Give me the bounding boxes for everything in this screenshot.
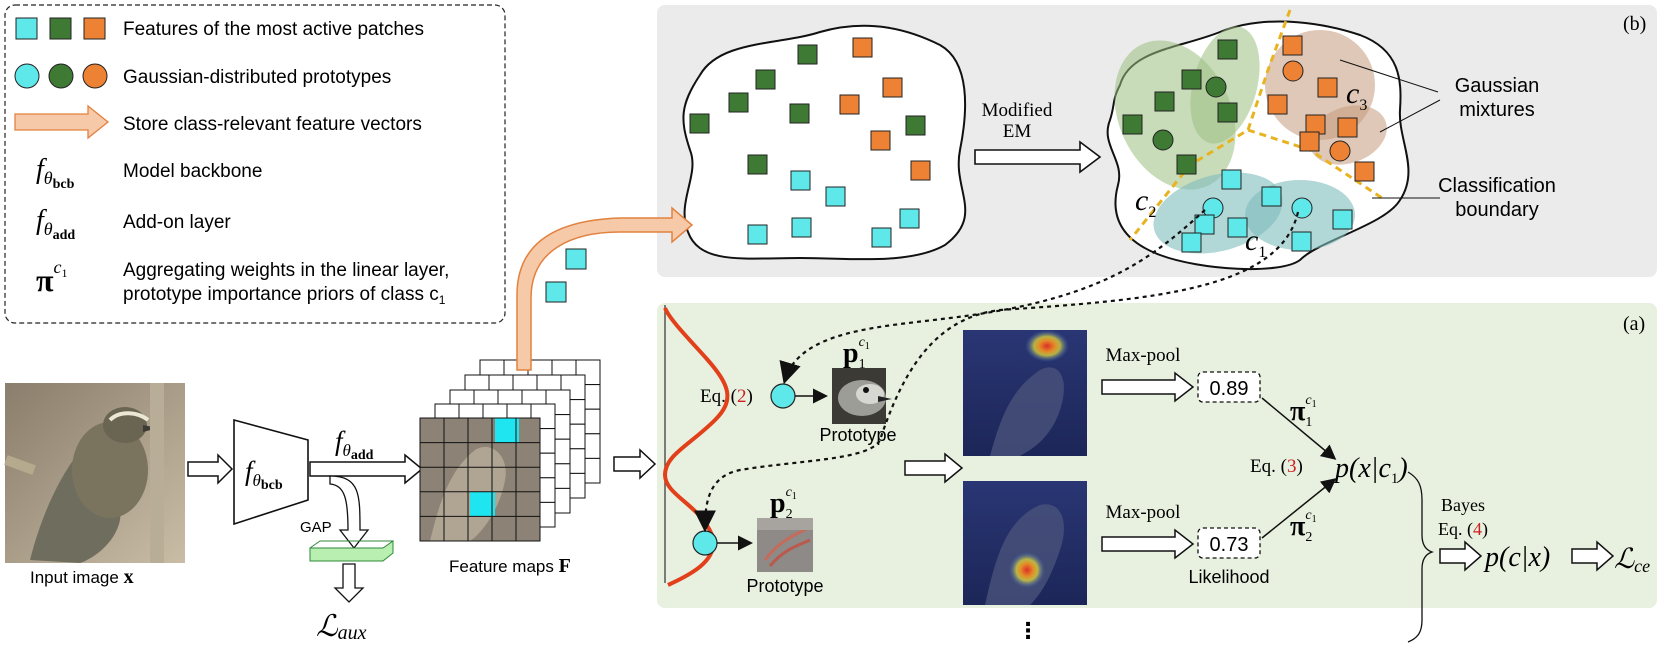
arrow-features-to-panel-a [613,448,657,480]
panel-b: (b) Modified EM [657,5,1657,277]
maxpool-arrow-2 [1101,528,1195,560]
feature-cloud-left [682,24,967,261]
legend-pi-text-1: Aggregating weights in the linear layer, [123,260,449,281]
input-image [4,383,185,563]
score-box-1 [1197,371,1261,403]
modified-em-label-2: EM [1003,121,1032,142]
peach-arrow-icon [14,104,110,140]
classification-boundary-label-1: Classification [1438,175,1556,197]
prototype-2-image [757,518,813,572]
arrow-to-lce [1571,540,1615,572]
orange-square-icon [83,17,106,40]
output-section: Bayes Eq. (4) p(c|x) ℒce [1407,471,1650,643]
cyan-square-icon [15,17,38,40]
classification-boundary-label-2: boundary [1455,199,1538,221]
left-cloud-squares [689,37,931,248]
p1-label: p1c1 [843,335,870,372]
pi2-label: π2c1 [1290,508,1317,545]
c1-label: c1 [1245,224,1266,261]
pipeline: Input image x fθbcb fθadd GAP ℒaux Fe [4,206,694,644]
prototype-label-2: Prototype [746,576,823,596]
dotted-link-2 [694,211,1300,533]
backbone-block [233,418,309,526]
prototype-label-1: Prototype [819,425,896,445]
arrow-to-heatmaps [904,452,964,484]
panel-b-tag: (b) [1623,13,1646,35]
gap-vector [309,540,394,562]
l-aux-label: ℒaux [316,610,367,644]
score-box-2 [1197,527,1261,559]
score-1: 0.89 [1210,378,1249,400]
output-brace [1407,471,1435,643]
orange-circle-icon [82,63,108,89]
feature-maps-label: Feature maps F [449,555,571,577]
gaussian-mixtures-label-1: Gaussian [1455,75,1540,97]
arrow-to-posterior [1439,540,1483,572]
legend-backbone-symbol: fθbcb [36,154,75,192]
arrow-input-to-backbone [187,453,234,485]
legend-features-text: Features of the most active patches [123,19,424,40]
maxpool-label-2: Max-pool [1106,502,1181,523]
bayes-label: Bayes [1441,495,1485,515]
modified-em-label-1: Modified [982,100,1053,121]
panel-a: (a) Eq. (2) p1c1 Prototype p2c1 Prototyp… [657,209,1657,644]
modified-em-arrow [974,140,1102,174]
legend-box: Features of the most active patches Gaus… [4,4,506,324]
pi1-label: π1c1 [1290,393,1317,430]
posterior-label: p(c|x) [1483,542,1550,573]
gaussian-mixtures-label-2: mixtures [1459,99,1535,121]
prototype-1-image [832,368,892,424]
flying-patch-1 [565,248,587,270]
active-patch-1 [495,418,519,443]
eq2-label: Eq. (2) [700,386,753,407]
store-features-arrow [516,206,694,371]
legend-prototypes-text: Gaussian-distributed prototypes [123,67,391,88]
feature-maps-stack [419,359,601,542]
eq3-label: Eq. (3) [1250,456,1303,477]
c3-label: c3 [1346,77,1367,114]
legend-pi-text-2: prototype importance priors of class c1 [123,284,446,307]
legend-addon-text: Add-on layer [123,212,231,233]
prototype-1-circle [770,383,796,409]
legend-addon-symbol: fθadd [36,205,75,243]
addon-label: fθadd [335,426,374,463]
backbone-label: fθbcb [245,456,283,493]
panel-a-tag: (a) [1623,313,1645,335]
cyan-circle-icon [14,63,40,89]
input-image-label: Input image x [30,566,134,588]
bayes-eq-label: Eq. (4) [1438,519,1488,540]
likelihood-expression: p(x|c1) [1333,453,1408,487]
ellipsis-dots: ⋮ [1017,619,1039,644]
maxpool-arrow-1 [1101,371,1195,403]
flying-patch-2 [545,281,567,303]
heatmap-1 [963,330,1087,456]
legend-backbone-text: Model backbone [123,161,262,182]
c2-label: c2 [1135,184,1156,221]
gap-label: GAP [300,519,332,536]
gaussian-mixtures [1114,26,1387,254]
maxpool-label-1: Max-pool [1106,345,1181,366]
legend-pi-symbol: πc1 [36,257,68,298]
green-circle-icon [48,63,74,89]
p2-label: p2c1 [770,485,797,522]
prototype-2-circle [692,530,718,556]
gap-branch-arrow [329,475,370,550]
heatmap-2 [963,481,1087,605]
arrow-to-laux [333,563,365,603]
active-patch-2 [470,492,495,516]
l-ce-label: ℒce [1614,544,1650,576]
score-2: 0.73 [1210,534,1249,556]
right-cloud-items [1122,35,1375,253]
likelihood-label: Likelihood [1188,567,1269,587]
green-square-icon [49,17,72,40]
legend-store-text: Store class-relevant feature vectors [123,114,422,135]
